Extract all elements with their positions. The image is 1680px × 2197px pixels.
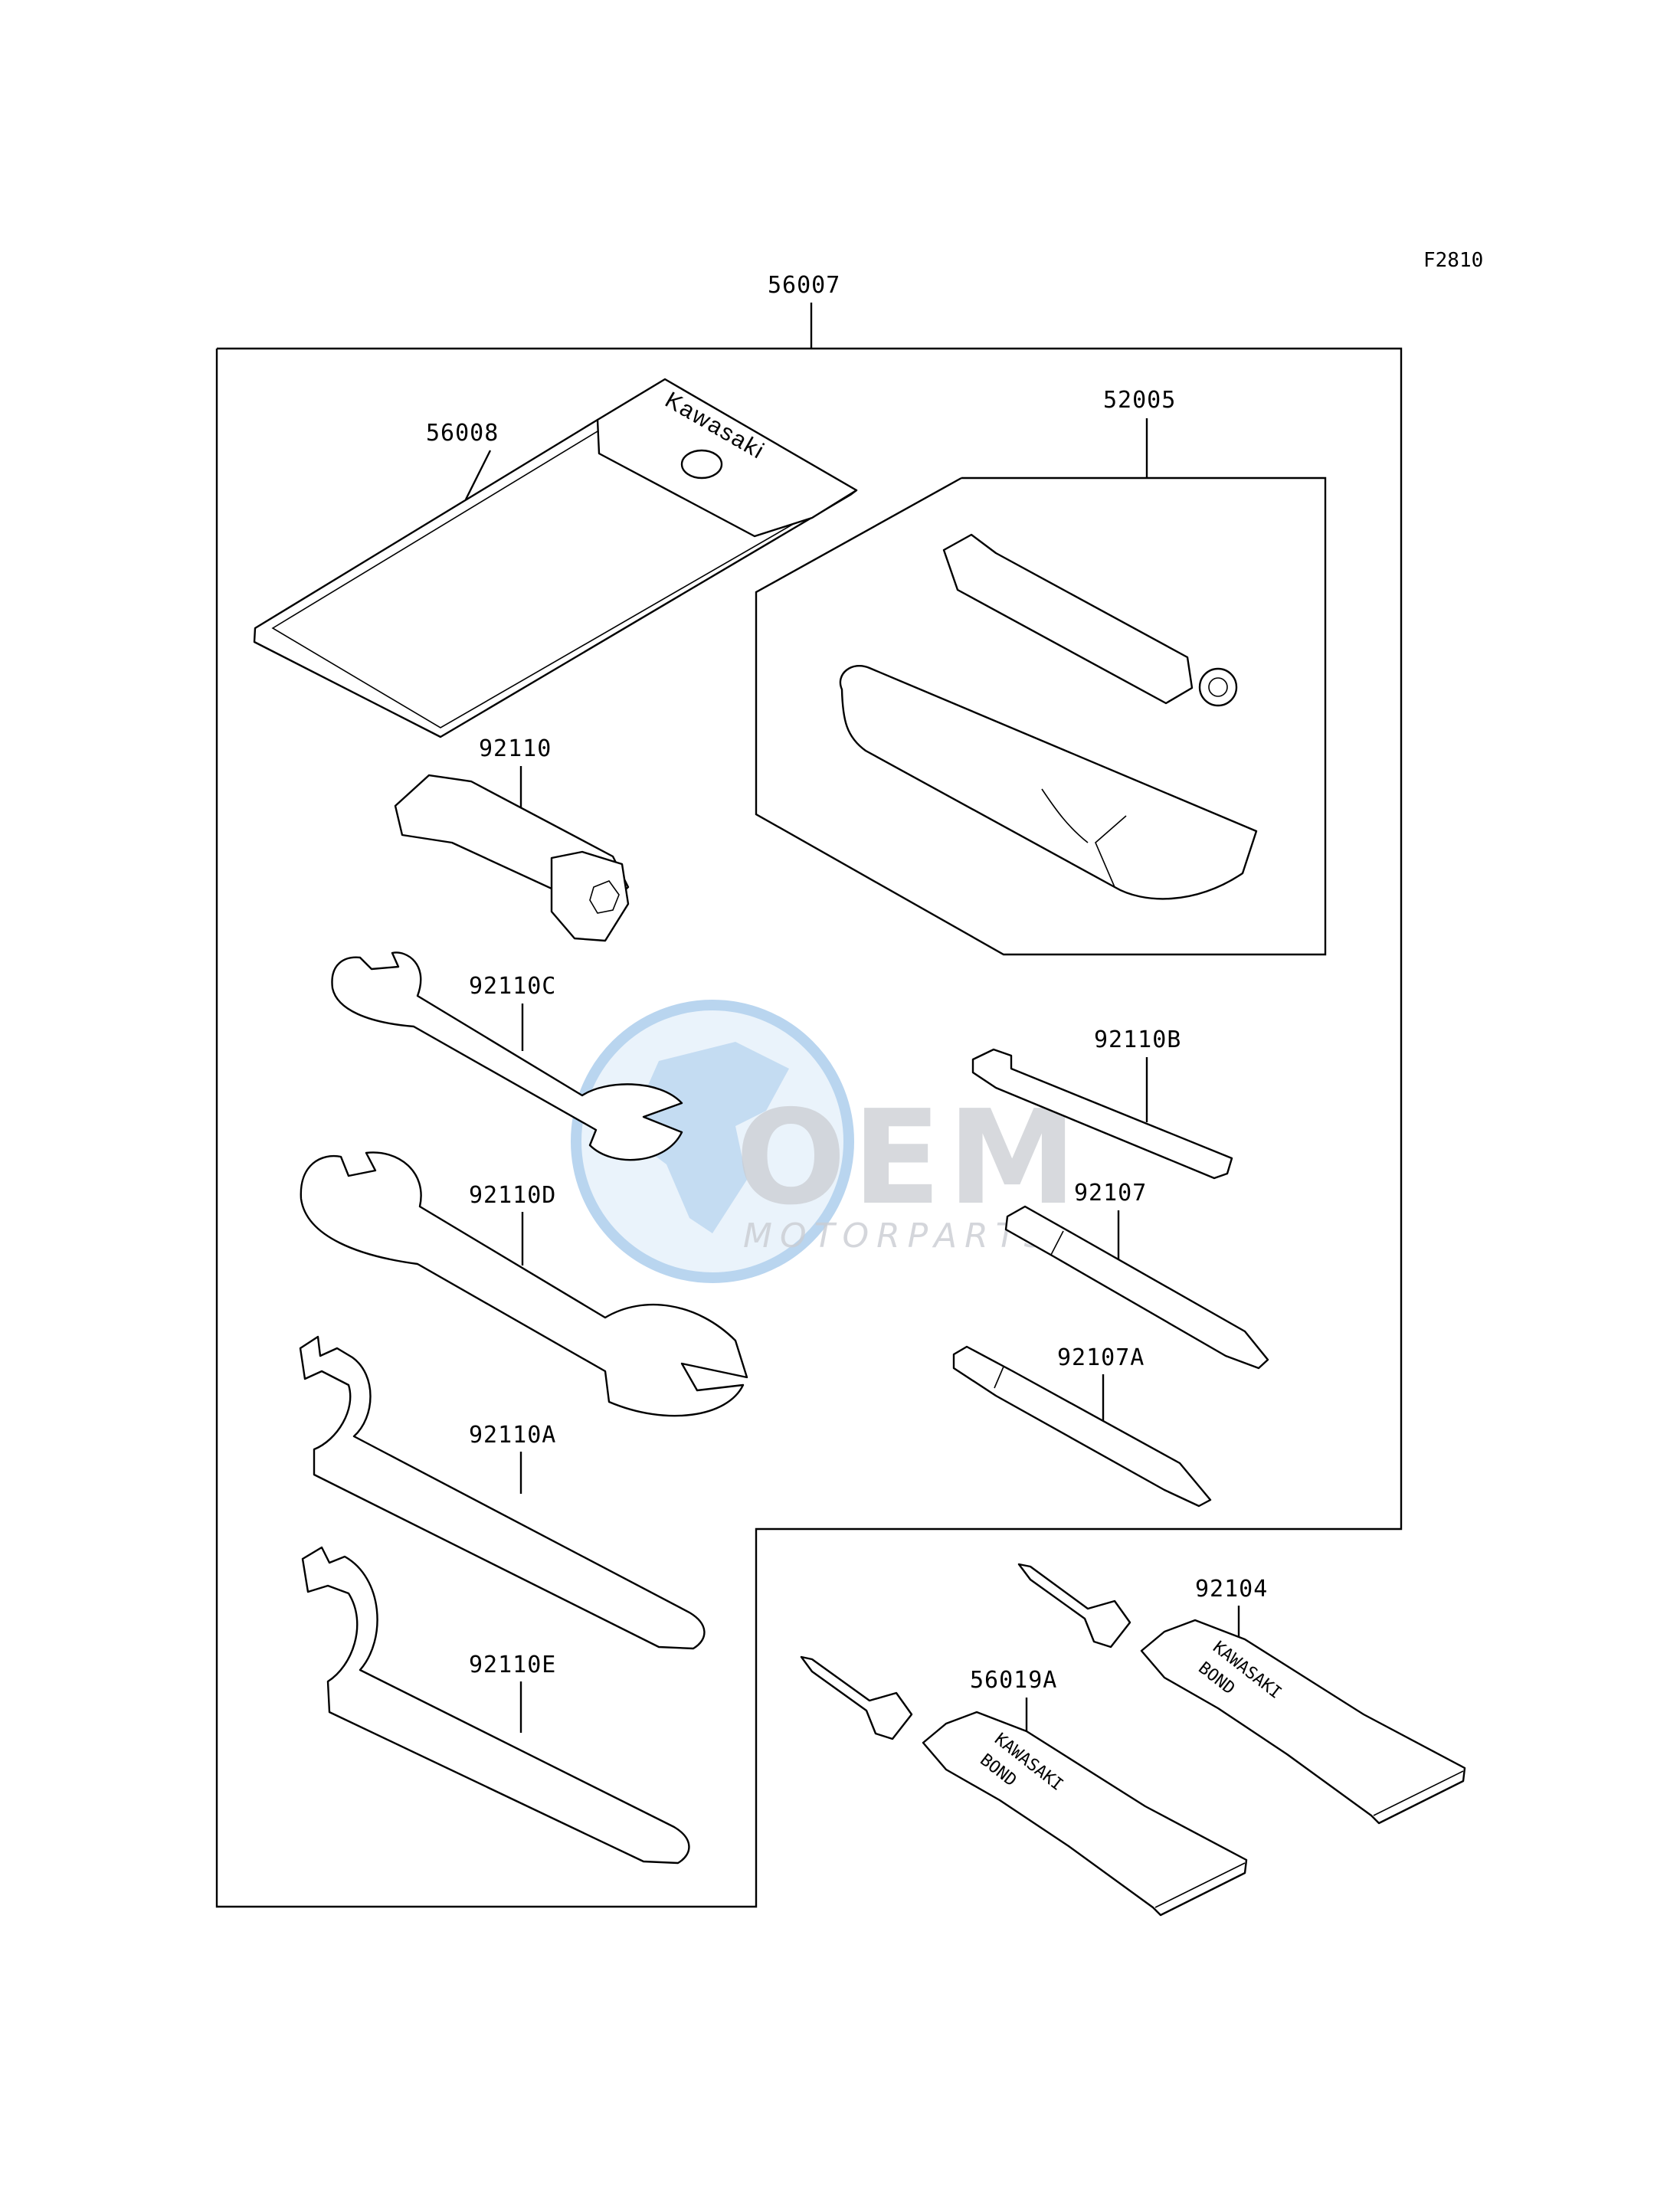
bond-tube-1-label: 92104 [1195, 1576, 1268, 1603]
watermark: OEM MOTORPARTS [571, 1000, 1077, 1283]
kit-label: 56007 [768, 272, 840, 299]
pouch-leader [464, 450, 492, 500]
watermark-sub: MOTORPARTS [743, 1216, 1053, 1256]
watermark-continent-icon [636, 1042, 789, 1233]
pouch-part: 56008 Kawasaki [253, 378, 858, 738]
pump-kit-part: 52005 [755, 387, 1327, 956]
driver-label: 92107 [1074, 1180, 1147, 1207]
wrench-c-label: 92110C [469, 973, 556, 1000]
pouch-label: 56008 [426, 420, 499, 447]
hook-wrench-a-part: 92110A [299, 1335, 706, 1650]
bond-tube-2-label: 56019A [970, 1667, 1057, 1694]
driver-a-label: 92107A [1057, 1344, 1145, 1371]
wrench-c-part: 92110C [331, 951, 683, 1161]
wrench-d-label: 92110D [469, 1182, 556, 1209]
wrench-d-part: 92110D [300, 1151, 748, 1417]
plug-wrench-label: 92110 [479, 735, 552, 762]
hook-wrench-e-part: 92110E [301, 1546, 690, 1865]
hex-key-part: 92110B [971, 1026, 1233, 1180]
plug-wrench-part: 92110 [394, 735, 630, 942]
hook-wrench-e-label: 92110E [469, 1652, 556, 1678]
kit-boundary [215, 347, 1403, 1908]
driver-part: 92107 [1004, 1180, 1269, 1370]
driver-a-part: 92107A [952, 1344, 1212, 1508]
pump-kit-box [755, 476, 1327, 956]
figure-code: F2810 [1423, 249, 1483, 272]
hook-wrench-a-label: 92110A [469, 1422, 556, 1449]
pump-kit-label: 52005 [1103, 387, 1176, 414]
bond-tube-2-part: 56019A KAWASAKI BOND [800, 1655, 1248, 1917]
hex-key-label: 92110B [1094, 1026, 1181, 1053]
